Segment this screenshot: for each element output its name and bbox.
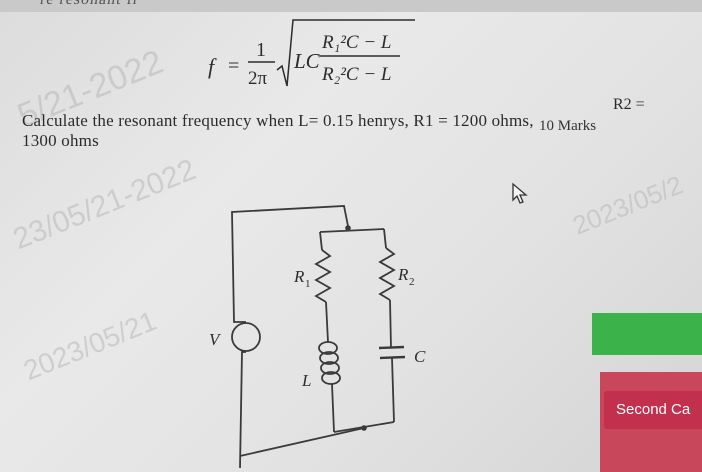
formula-radicand-prefix: LC [293,49,321,73]
source-label: V [209,330,222,349]
r2-subscript: 2 [409,276,415,288]
progress-bar [592,313,702,355]
r1-subscript: 1 [305,278,311,290]
formula-denominator: 2π [248,68,268,89]
capacitor-label: C [414,347,426,366]
formula-numerator: 1 [256,39,266,61]
r2-label: R [397,265,409,284]
capacitor-plate [378,345,405,350]
formula-equals: = [228,55,239,77]
wire-top-branch [319,228,385,233]
inductor-coil [320,361,340,375]
question-line-1: Calculate the resonant frequency when L=… [22,111,534,130]
formula-inner-numerator: R₁²C − L [321,32,391,53]
inductor-coil [318,341,338,355]
mouse-pointer-icon [512,182,528,204]
voltage-source [231,322,261,352]
resonance-formula: f = 1 2π LC R₁²C − L R₂²C − L [208,19,415,89]
wire-r2-top [383,228,387,249]
junction-node [345,225,351,231]
wire-r1-inductor [325,301,329,343]
inductor-label: L [301,371,311,390]
capacitor-plate [379,355,406,360]
formula-lhs: f [208,54,217,79]
junction-node [361,425,367,431]
formula-inner-denominator: R₂²C − L [321,64,391,85]
wire-r1-top [319,231,323,251]
inductor-coil [321,371,341,385]
r2-label: R2 = [613,96,645,113]
wire-bottom-left [239,351,246,469]
wire-bottom [239,427,365,457]
question-text: Calculate the resonant frequency when L=… [22,111,534,151]
previous-question-strip: re resonant fr [0,0,702,12]
wire-capacitor-bottom [391,357,395,423]
r1-label: R [293,267,305,286]
wire-top-left [231,205,349,323]
question-line-2: 1300 ohms [22,131,99,150]
wire-r2-capacitor [389,299,392,349]
marks-label: 10 Marks [539,118,597,134]
wire-inductor-bottom [331,383,335,433]
resistor-r2 [378,247,396,301]
inductor-coil [319,351,339,365]
second-chance-button[interactable]: Second Ca [604,391,702,429]
square-root-sign [276,19,415,87]
resistor-r1 [314,249,332,303]
